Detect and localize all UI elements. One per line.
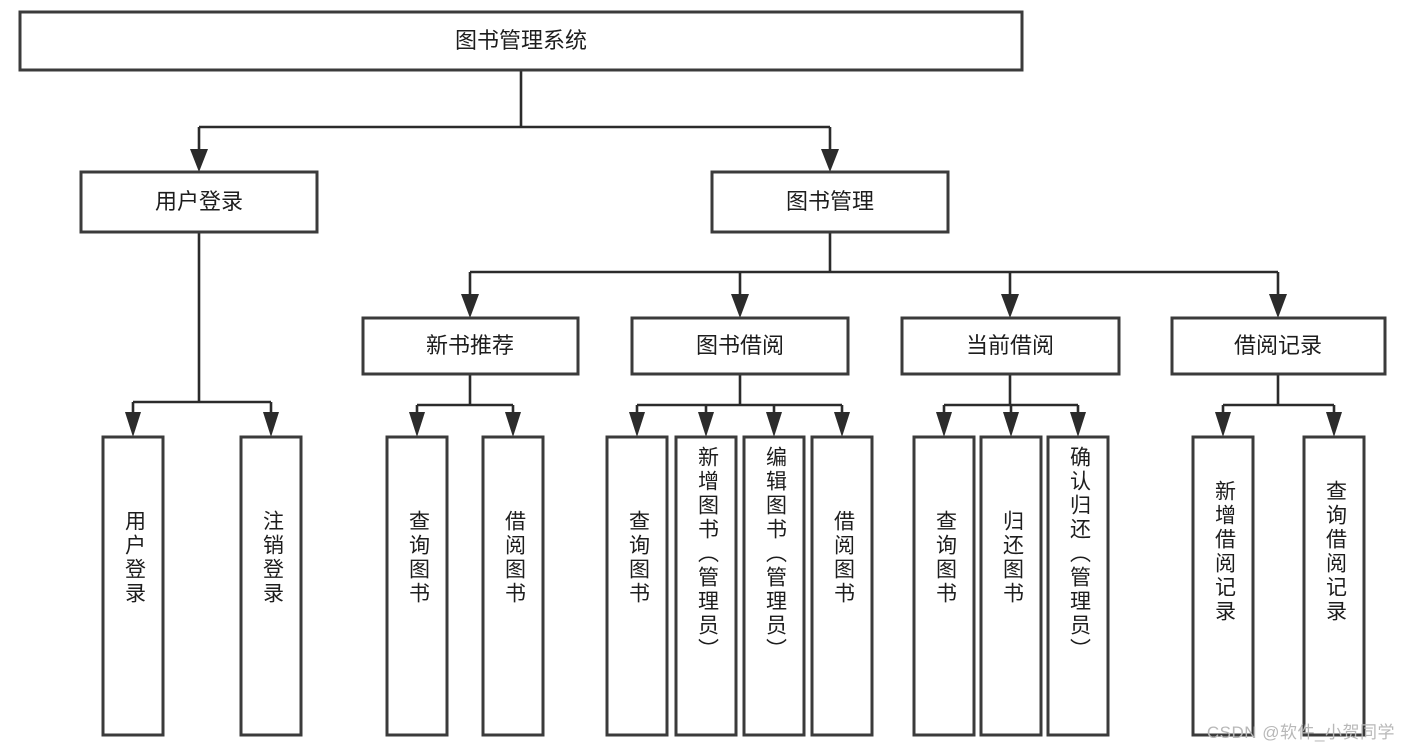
leaf-current-borrow-return-box[interactable] xyxy=(979,435,1043,737)
leaf-book-borrow-borrow-label: 借阅图书 xyxy=(831,510,855,606)
leaf-book-borrow-query-label: 查询图书 xyxy=(626,510,650,606)
leaf-new-book-query-box[interactable] xyxy=(385,435,449,737)
leaf-current-borrow-confirm-box[interactable] xyxy=(1046,435,1110,737)
node-book-management-label: 图书管理 xyxy=(786,189,874,214)
node-new-book-recommend-label: 新书推荐 xyxy=(426,333,514,358)
arrow-head-leaf-current-borrow-1 xyxy=(936,412,952,437)
node-borrow-record-box[interactable] xyxy=(1170,316,1387,376)
node-user-login-label: 用户登录 xyxy=(155,189,243,214)
leaf-user-login-login-label: 用户登录 xyxy=(122,510,146,606)
leaf-book-borrow-edit-label: 编辑图书（管理员） xyxy=(763,446,787,662)
leaf-borrow-record-query-box[interactable] xyxy=(1302,435,1366,737)
arrow-head-leaf-borrow-record-2 xyxy=(1326,412,1342,437)
leaf-user-login-login[interactable]: 用户登录 xyxy=(101,435,165,737)
leaf-borrow-record-add-label: 新增借阅记录 xyxy=(1212,480,1236,624)
leaf-current-borrow-query-box[interactable] xyxy=(912,435,976,737)
leaf-new-book-query-label: 查询图书 xyxy=(406,510,430,606)
leaf-book-borrow-edit-box[interactable] xyxy=(742,435,806,737)
node-book-borrow-box[interactable] xyxy=(630,316,850,376)
arrow-head-leaf-book-borrow-4 xyxy=(834,412,850,437)
arrow-head-new-book xyxy=(461,294,479,318)
leaf-current-borrow-return[interactable]: 归还图书 xyxy=(979,435,1043,737)
node-new-book-recommend-box[interactable] xyxy=(361,316,580,376)
arrow-head-user-login xyxy=(190,149,208,172)
leaf-book-borrow-add-label: 新增图书（管理员） xyxy=(695,446,719,662)
arrow-head-leaf-user-login-1 xyxy=(125,412,141,437)
arrow-head-leaf-new-book-1 xyxy=(409,412,425,437)
node-user-login-box[interactable] xyxy=(79,170,319,234)
node-new-book-recommend[interactable]: 新书推荐 xyxy=(361,316,580,376)
arrow-head-leaf-new-book-2 xyxy=(505,412,521,437)
arrow-head-current-borrow xyxy=(1001,294,1019,318)
arrow-head-leaf-user-login-2 xyxy=(263,412,279,437)
leaf-new-book-borrow-label: 借阅图书 xyxy=(502,510,526,606)
node-borrow-record[interactable]: 借阅记录 xyxy=(1170,316,1387,376)
leaf-new-book-borrow[interactable]: 借阅图书 xyxy=(481,435,545,737)
leaf-book-borrow-borrow[interactable]: 借阅图书 xyxy=(810,435,874,737)
node-current-borrow-box[interactable] xyxy=(900,316,1121,376)
leaf-current-borrow-query[interactable]: 查询图书 xyxy=(912,435,976,737)
node-root-system-label: 图书管理系统 xyxy=(455,28,587,53)
leaf-book-borrow-add[interactable]: 新增图书（管理员） xyxy=(674,435,738,737)
arrow-head-book-borrow xyxy=(731,294,749,318)
node-current-borrow-label: 当前借阅 xyxy=(966,333,1054,358)
leaf-user-login-logout-box[interactable] xyxy=(239,435,303,737)
leaf-current-borrow-query-label: 查询图书 xyxy=(933,510,957,606)
arrow-head-borrow-record xyxy=(1269,294,1287,318)
leaf-current-borrow-return-label: 归还图书 xyxy=(1000,510,1024,606)
leaf-user-login-logout[interactable]: 注销登录 xyxy=(239,435,303,737)
arrow-head-leaf-borrow-record-1 xyxy=(1215,412,1231,437)
leaf-book-borrow-borrow-box[interactable] xyxy=(810,435,874,737)
node-borrow-record-label: 借阅记录 xyxy=(1234,333,1322,358)
arrow-head-book-mgmt xyxy=(821,149,839,172)
leaf-book-borrow-edit[interactable]: 编辑图书（管理员） xyxy=(742,435,806,737)
arrow-head-leaf-book-borrow-1 xyxy=(629,412,645,437)
node-root-system[interactable]: 图书管理系统 xyxy=(18,10,1024,72)
leaf-user-login-login-box[interactable] xyxy=(101,435,165,737)
leaf-book-borrow-add-box[interactable] xyxy=(674,435,738,737)
arrow-head-leaf-book-borrow-3 xyxy=(766,412,782,437)
node-book-borrow-label: 图书借阅 xyxy=(696,333,784,358)
leaf-book-borrow-query-box[interactable] xyxy=(605,435,669,737)
leaf-current-borrow-confirm[interactable]: 确认归还（管理员） xyxy=(1046,435,1110,737)
node-book-management-box[interactable] xyxy=(710,170,950,234)
csdn-watermark: CSDN @软件_小贺同学 xyxy=(1206,723,1395,742)
leaf-borrow-record-query-label: 查询借阅记录 xyxy=(1323,480,1347,624)
leaf-new-book-borrow-box[interactable] xyxy=(481,435,545,737)
arrow-head-leaf-current-borrow-3 xyxy=(1070,412,1086,437)
node-root-system-box[interactable] xyxy=(18,10,1024,72)
connector-layer xyxy=(125,70,1342,437)
node-user-login[interactable]: 用户登录 xyxy=(79,170,319,234)
node-book-management[interactable]: 图书管理 xyxy=(710,170,950,234)
leaf-new-book-query[interactable]: 查询图书 xyxy=(385,435,449,737)
leaf-book-borrow-query[interactable]: 查询图书 xyxy=(605,435,669,737)
arrow-head-leaf-book-borrow-2 xyxy=(698,412,714,437)
leaf-borrow-record-query[interactable]: 查询借阅记录 xyxy=(1302,435,1366,737)
leaf-current-borrow-confirm-label: 确认归还（管理员） xyxy=(1067,446,1091,662)
leaf-borrow-record-add-box[interactable] xyxy=(1191,435,1255,737)
leaf-user-login-logout-label: 注销登录 xyxy=(260,510,284,606)
arrow-head-leaf-current-borrow-2 xyxy=(1003,412,1019,437)
leaf-borrow-record-add[interactable]: 新增借阅记录 xyxy=(1191,435,1255,737)
node-book-borrow[interactable]: 图书借阅 xyxy=(630,316,850,376)
node-current-borrow[interactable]: 当前借阅 xyxy=(900,316,1121,376)
